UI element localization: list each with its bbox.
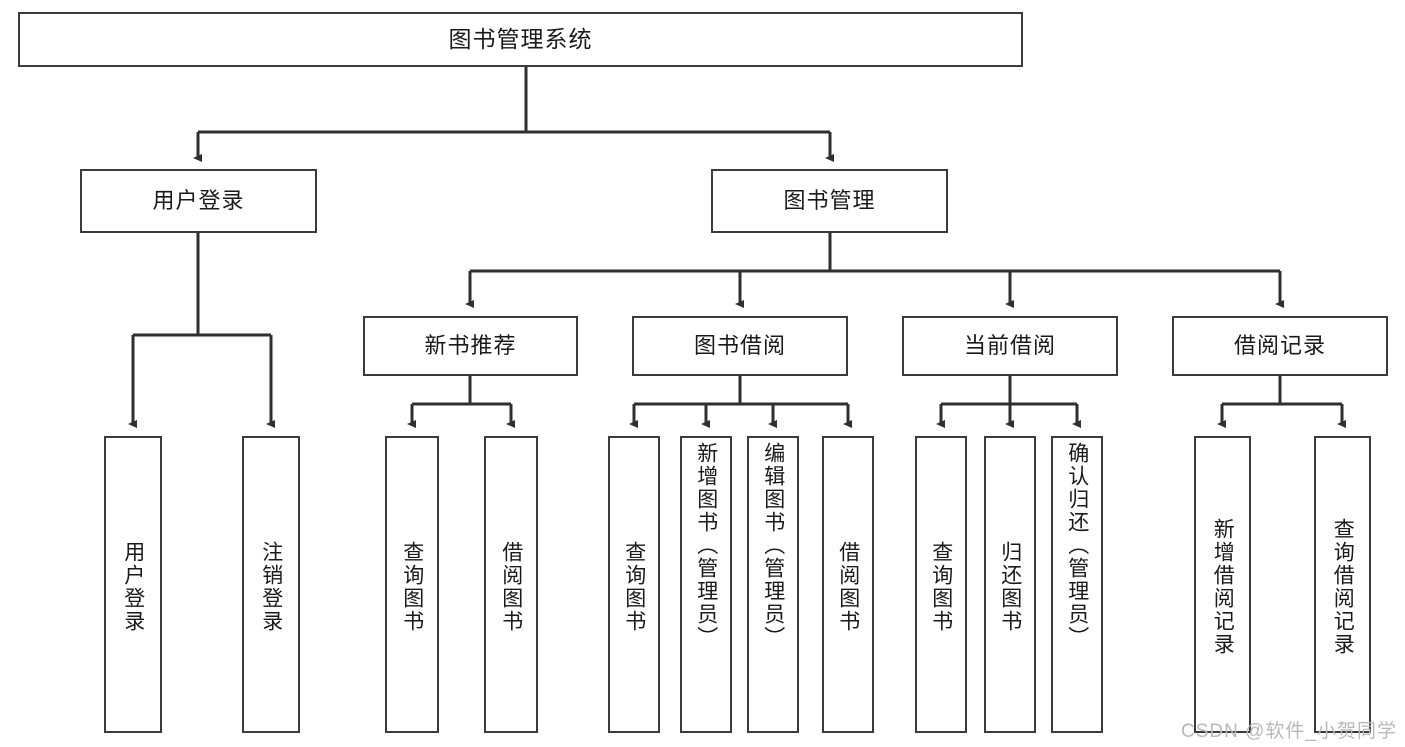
leaf-label: 归还图书: [998, 540, 1022, 633]
leaf-text-wrap: 注销登录: [244, 442, 298, 731]
leaf-text-wrap: 查询借阅记录: [1316, 442, 1369, 731]
leaf-text-wrap: 查询图书: [610, 442, 658, 731]
leaf-label: 借阅图书: [836, 540, 860, 633]
leaf-borrow-query-book[interactable]: 查询图书: [608, 436, 660, 733]
leaf-label: 查询图书: [929, 540, 953, 633]
leaf-text-wrap: 归还图书: [986, 442, 1034, 731]
leaf-label: 查询图书: [400, 540, 424, 633]
leaf-label: 注销登录: [259, 540, 283, 633]
node-label: 借阅记录: [1233, 332, 1326, 358]
leaf-text-wrap: 借阅图书: [824, 442, 872, 731]
node-label: 图书借阅: [693, 332, 786, 358]
leaf-borrow-edit-book-admin[interactable]: 编辑图书（管理员）: [747, 436, 799, 733]
leaf-label: 新增借阅记录: [1211, 517, 1235, 656]
leaf-label: 借阅图书: [499, 540, 523, 633]
leaf-new-book-borrow[interactable]: 借阅图书: [484, 436, 538, 733]
leaf-borrow-borrow-book[interactable]: 借阅图书: [822, 436, 874, 733]
node-book-borrow[interactable]: 图书借阅: [632, 316, 848, 376]
node-root-system[interactable]: 图书管理系统: [18, 12, 1023, 67]
csdn-watermark: CSDN @软件_小贺同学: [1181, 721, 1397, 742]
leaf-text-wrap: 借阅图书: [486, 442, 536, 731]
leaf-current-confirm-return-admin[interactable]: 确认归还（管理员）: [1051, 436, 1103, 733]
leaf-text-wrap: 用户登录: [106, 442, 160, 731]
leaf-new-book-query[interactable]: 查询图书: [385, 436, 439, 733]
leaf-label: 新增图书（管理员）: [694, 442, 718, 649]
node-new-book-recommend[interactable]: 新书推荐: [363, 316, 578, 376]
node-label: 当前借阅: [963, 332, 1056, 358]
leaf-user-login-signin[interactable]: 用户登录: [104, 436, 162, 733]
leaf-label: 查询借阅记录: [1331, 517, 1355, 656]
leaf-current-return-book[interactable]: 归还图书: [984, 436, 1036, 733]
leaf-current-query-book[interactable]: 查询图书: [915, 436, 967, 733]
leaf-borrow-add-book-admin[interactable]: 新增图书（管理员）: [680, 436, 732, 733]
leaf-text-wrap: 新增借阅记录: [1196, 442, 1249, 731]
leaf-label: 确认归还（管理员）: [1065, 442, 1089, 649]
node-label: 新书推荐: [424, 332, 517, 358]
node-borrow-record[interactable]: 借阅记录: [1172, 316, 1388, 376]
node-label: 图书管理系统: [448, 25, 593, 52]
leaf-record-query-record[interactable]: 查询借阅记录: [1314, 436, 1371, 733]
node-label: 图书管理: [783, 187, 876, 213]
leaf-record-add-record[interactable]: 新增借阅记录: [1194, 436, 1251, 733]
leaf-label: 编辑图书（管理员）: [761, 442, 785, 649]
leaf-text-wrap: 查询图书: [917, 442, 965, 731]
leaf-text-wrap: 查询图书: [387, 442, 437, 731]
leaf-label: 用户登录: [121, 540, 145, 633]
node-label: 用户登录: [152, 187, 245, 213]
leaf-label: 查询图书: [622, 540, 646, 633]
leaf-user-login-signout[interactable]: 注销登录: [242, 436, 300, 733]
node-book-manage[interactable]: 图书管理: [711, 169, 948, 233]
node-current-borrow[interactable]: 当前借阅: [902, 316, 1118, 376]
node-user-login[interactable]: 用户登录: [80, 169, 317, 233]
